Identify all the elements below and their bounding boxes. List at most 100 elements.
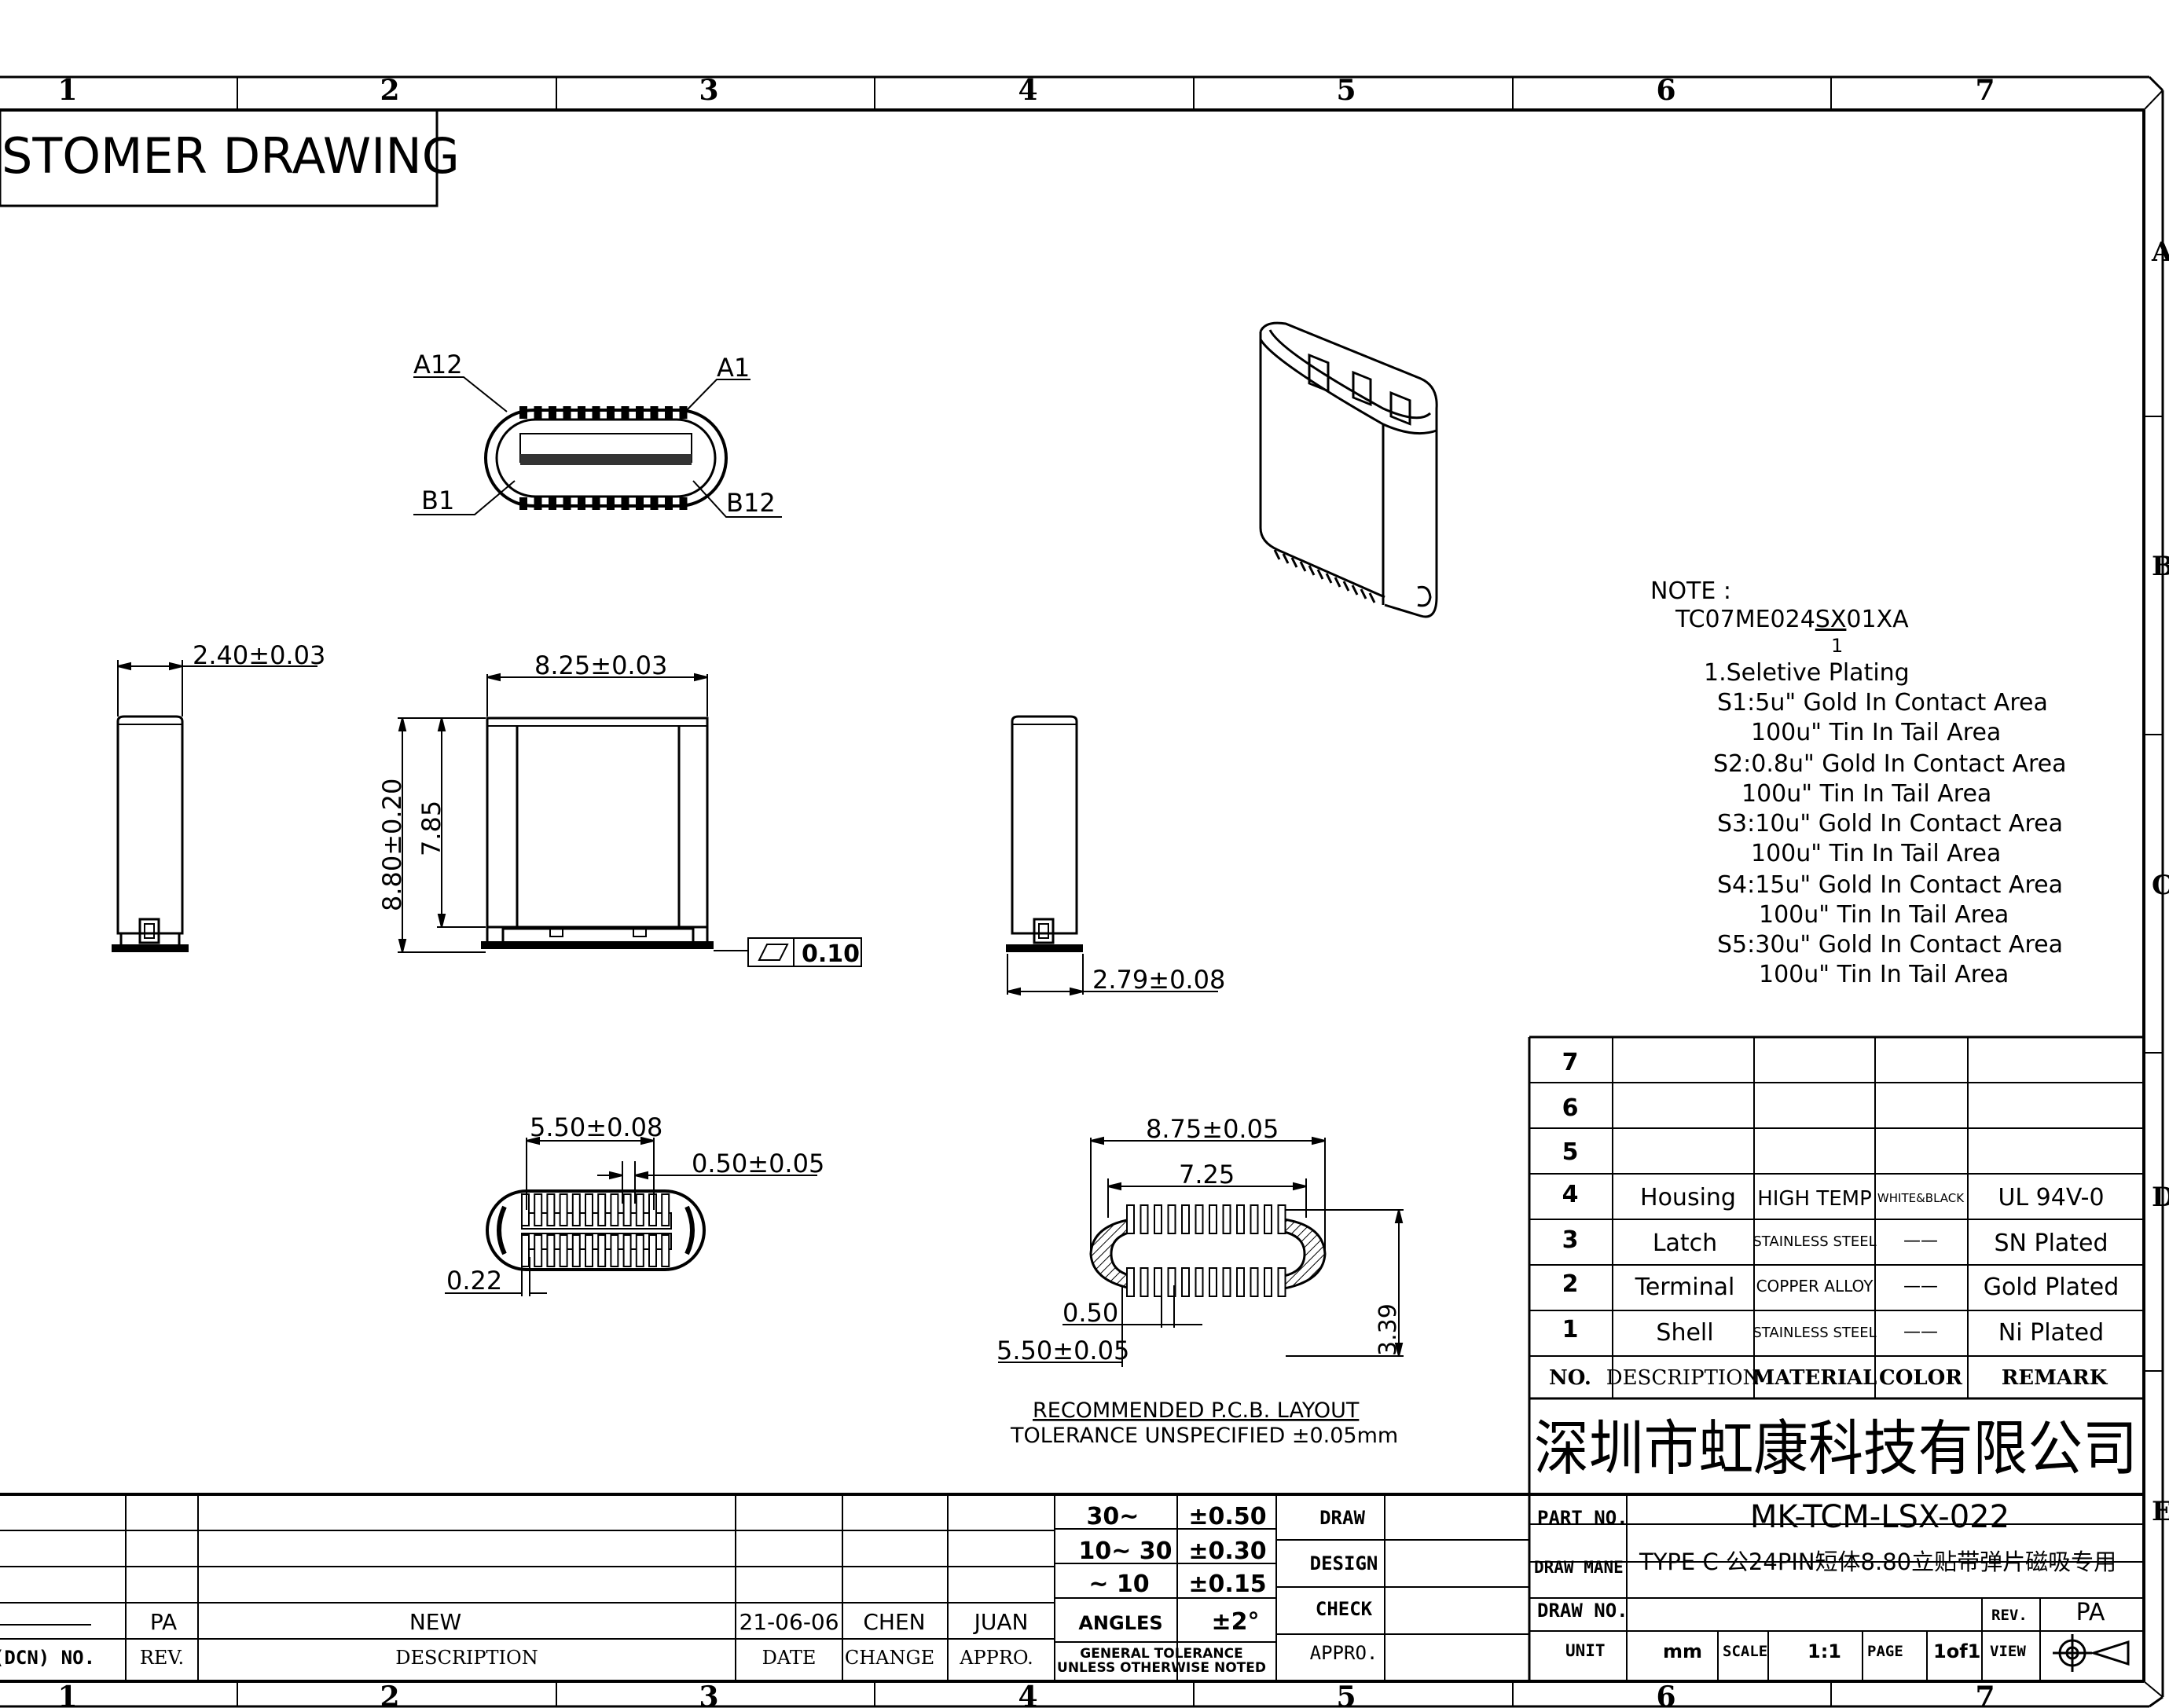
pcb-pad bbox=[1264, 1267, 1272, 1297]
solder-pad bbox=[534, 1234, 543, 1267]
solder-pad bbox=[661, 1193, 670, 1226]
dim-front-height-label: 8.80±0.20 bbox=[377, 779, 407, 911]
solder-pad bbox=[571, 1193, 581, 1226]
contact-pin bbox=[1368, 592, 1376, 603]
notes-marker: 1 bbox=[1831, 635, 1843, 657]
pin-label-b12: B12 bbox=[726, 488, 776, 518]
pcb-pad bbox=[1209, 1204, 1217, 1234]
dim-pcb-span-label: 5.50±0.05 bbox=[996, 1336, 1129, 1365]
contact-pin bbox=[549, 406, 556, 419]
bom-row-description: Housing bbox=[1640, 1184, 1736, 1211]
solder-pad bbox=[534, 1193, 543, 1226]
contact-pin bbox=[534, 497, 542, 510]
part-no-label: PART NO. bbox=[1537, 1507, 1628, 1529]
pcb-pad bbox=[1167, 1204, 1176, 1234]
solder-pad bbox=[546, 1193, 556, 1226]
notes-line: S1:5u" Gold In Contact Area bbox=[1717, 689, 2048, 717]
pcb-pad bbox=[1236, 1267, 1245, 1297]
pcb-pad bbox=[1222, 1267, 1231, 1297]
contact-pin bbox=[563, 406, 571, 419]
contact-pin bbox=[607, 406, 615, 419]
contact-pin bbox=[679, 406, 688, 419]
pcb-pad bbox=[1277, 1204, 1286, 1234]
solder-pad bbox=[585, 1193, 593, 1226]
pin-label-a1: A1 bbox=[717, 353, 750, 383]
revision-col-date: DATE bbox=[762, 1647, 817, 1669]
signoff-design: DESIGN bbox=[1310, 1552, 1378, 1574]
solder-pad bbox=[521, 1234, 530, 1267]
side-view-left bbox=[112, 715, 189, 952]
contact-pin bbox=[1342, 581, 1350, 592]
zone-col-6-bottom: 6 bbox=[1656, 1681, 1675, 1708]
signoff-check: CHECK bbox=[1316, 1598, 1373, 1620]
solder-pad bbox=[648, 1193, 657, 1226]
zone-col-1: 1 bbox=[57, 74, 77, 107]
pcb-pad bbox=[1195, 1267, 1204, 1297]
bom-row-no: 4 bbox=[1562, 1181, 1579, 1208]
bom-row-color: —— bbox=[1903, 1277, 1938, 1296]
bom-empty-row-no: 5 bbox=[1562, 1138, 1579, 1166]
zone-col-4: 4 bbox=[1018, 74, 1037, 107]
solder-pad bbox=[610, 1193, 619, 1226]
dim-pad-width-label: 0.22 bbox=[446, 1266, 502, 1296]
solder-pad bbox=[661, 1234, 670, 1267]
page-title: STOMER DRAWING bbox=[2, 127, 460, 185]
dim-pcb-height-label: 3.39 bbox=[1374, 1303, 1402, 1356]
solder-pad bbox=[559, 1193, 568, 1226]
contact-pin bbox=[519, 497, 527, 510]
pcb-pad bbox=[1154, 1267, 1162, 1297]
pin-label-a12: A12 bbox=[413, 350, 463, 379]
contact-pin bbox=[607, 497, 615, 510]
pcb-caption-tolerance: TOLERANCE UNSPECIFIED ±0.05mm bbox=[1010, 1424, 1398, 1448]
pcb-pad bbox=[1222, 1204, 1231, 1234]
revision-code: PA bbox=[2076, 1599, 2105, 1626]
dim-front-inner-height-label: 7.85 bbox=[417, 801, 446, 856]
solder-pad bbox=[546, 1234, 556, 1267]
solder-pad bbox=[559, 1234, 568, 1267]
bom-row-no: 2 bbox=[1562, 1270, 1579, 1298]
projection-icon bbox=[2053, 1634, 2130, 1672]
tol-footer-1: GENERAL TOLERANCE bbox=[1080, 1646, 1242, 1662]
part-number: MK-TCM-LSX-022 bbox=[1750, 1499, 2009, 1535]
dim-pitch-span-label: 5.50±0.08 bbox=[530, 1112, 662, 1142]
contact-pin bbox=[636, 497, 644, 510]
bom-row-remark: Gold Plated bbox=[1984, 1274, 2119, 1301]
revision-col-rev: REV. bbox=[140, 1647, 184, 1669]
pcb-pad bbox=[1277, 1267, 1286, 1297]
revision-col-appro: APPRO. bbox=[959, 1647, 1033, 1669]
tol-range: 10~ 30 bbox=[1078, 1538, 1172, 1565]
bom-row-material: STAINLESS STEEL bbox=[1752, 1233, 1876, 1250]
contact-pin bbox=[1334, 577, 1341, 588]
dim-pcb bbox=[998, 1136, 1404, 1367]
bom-header-material: MATERIAL bbox=[1752, 1366, 1877, 1390]
contact-pin bbox=[665, 406, 673, 419]
bom-row-material: HIGH TEMP bbox=[1757, 1187, 1872, 1211]
zone-col-6: 6 bbox=[1656, 74, 1675, 107]
signoff-appro: APPRO. bbox=[1310, 1642, 1378, 1664]
solder-pad bbox=[635, 1193, 644, 1226]
draw-name-label: DRAW MANE bbox=[1534, 1558, 1624, 1577]
bom-row-color: —— bbox=[1903, 1231, 1938, 1251]
tol-range: 30~ bbox=[1087, 1503, 1140, 1530]
pcb-pad bbox=[1154, 1204, 1162, 1234]
dim-side-depth-label: 2.79±0.08 bbox=[1092, 965, 1225, 995]
bom-row-description: Latch bbox=[1653, 1230, 1717, 1257]
zone-row-a: A bbox=[2151, 236, 2169, 268]
dim-pcb-pitch-label: 0.50 bbox=[1062, 1298, 1118, 1328]
page-label: PAGE bbox=[1867, 1643, 1903, 1660]
tol-value: ±0.30 bbox=[1188, 1538, 1266, 1565]
revision-description: NEW bbox=[409, 1609, 461, 1635]
bom-empty-row-no: 7 bbox=[1562, 1049, 1579, 1076]
solder-pad bbox=[622, 1193, 632, 1226]
unit-label: UNIT bbox=[1565, 1641, 1606, 1660]
signoff-draw: DRAW bbox=[1319, 1507, 1365, 1529]
pcb-pad bbox=[1140, 1267, 1149, 1297]
bom-header-no: NO. bbox=[1549, 1366, 1591, 1390]
notes-line: 100u" Tin In Tail Area bbox=[1759, 961, 2009, 988]
pcb-layout-view bbox=[1089, 1204, 1327, 1297]
contact-pin bbox=[621, 497, 629, 510]
contact-pin bbox=[636, 406, 644, 419]
dim-front-height bbox=[398, 717, 486, 953]
company-name: 深圳市虹康科技有限公司 bbox=[1534, 1413, 2138, 1483]
flatness-callout bbox=[714, 937, 862, 967]
